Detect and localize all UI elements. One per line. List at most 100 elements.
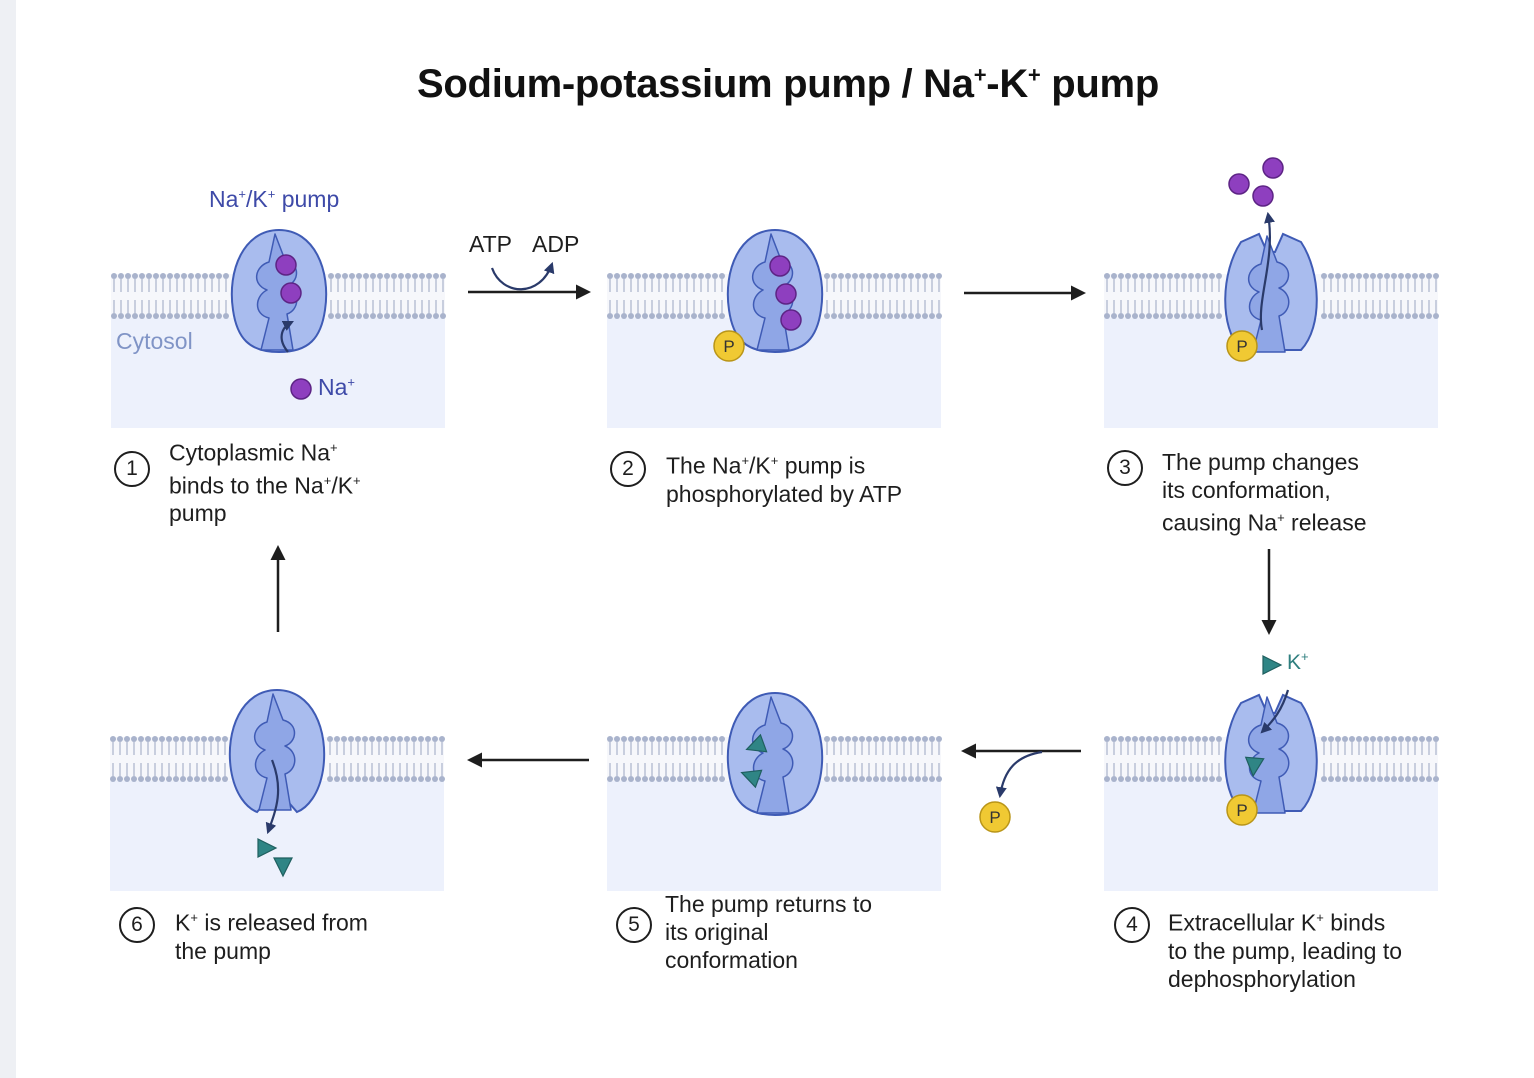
lipid-head (209, 313, 215, 319)
lipid-head (1118, 736, 1124, 742)
lipid-head (1384, 776, 1390, 782)
lipid-head (138, 736, 144, 742)
lipid-head (838, 313, 844, 319)
lipid-head (1321, 776, 1327, 782)
lipid-head (1349, 776, 1355, 782)
lipid-head (160, 273, 166, 279)
lipid-head (173, 776, 179, 782)
lipid-head (824, 736, 830, 742)
potassium-ion (1262, 655, 1283, 675)
potassium-ion (1244, 756, 1265, 778)
lipid-head (1125, 313, 1131, 319)
pump-protein (230, 228, 328, 354)
lipid-head (922, 273, 928, 279)
lipid-head (384, 273, 390, 279)
lipid-head (628, 776, 634, 782)
lipid-head (362, 776, 368, 782)
lipid-head (425, 776, 431, 782)
lipid-head (607, 776, 613, 782)
page: Sodium-potassium pump / Na+-K+ pump (16, 0, 1534, 1078)
lipid-head (174, 313, 180, 319)
sodium-ion (275, 254, 297, 276)
lipid-head (187, 736, 193, 742)
lipid-head (719, 313, 725, 319)
lipid-head (915, 313, 921, 319)
lipid-head (208, 776, 214, 782)
lipid-head (132, 313, 138, 319)
pump-protein (726, 691, 824, 817)
lipid-head (691, 313, 697, 319)
lipid-head (418, 736, 424, 742)
lipid-head (439, 736, 445, 742)
lipid-head (1118, 313, 1124, 319)
potassium-ion (273, 857, 293, 878)
lipid-head (187, 776, 193, 782)
lipid-head (146, 313, 152, 319)
lipid-head (202, 273, 208, 279)
lipid-head (936, 313, 942, 319)
lipid-head (866, 736, 872, 742)
lipid-head (419, 273, 425, 279)
lipid-head (705, 736, 711, 742)
lipid-head (1356, 273, 1362, 279)
lipid-head (153, 313, 159, 319)
lipid-head (146, 273, 152, 279)
lipid-head (125, 273, 131, 279)
pump-channel (1248, 235, 1290, 353)
lipid-head (1167, 313, 1173, 319)
lipid-head (656, 273, 662, 279)
lipid-head (1321, 313, 1327, 319)
lipid-head (159, 776, 165, 782)
lipid-head (160, 313, 166, 319)
lipid-head (684, 776, 690, 782)
lipid-head (901, 313, 907, 319)
lipid-head (838, 736, 844, 742)
lipid-head (887, 313, 893, 319)
lipid-head (1356, 776, 1362, 782)
lipid-head (433, 313, 439, 319)
lipid-head (901, 776, 907, 782)
lipid-head (880, 313, 886, 319)
lipid-head (719, 736, 725, 742)
lipid-head (1412, 273, 1418, 279)
lipid-head (628, 736, 634, 742)
lipid-head (614, 736, 620, 742)
lipid-head (1188, 313, 1194, 319)
lipid-head (1405, 313, 1411, 319)
lipid-head (677, 736, 683, 742)
lipid-head (859, 313, 865, 319)
lipid-head (1391, 776, 1397, 782)
lipid-head (621, 736, 627, 742)
phosphate-group (1226, 794, 1258, 826)
lipid-head (845, 313, 851, 319)
lipid-head (929, 736, 935, 742)
lipid-head (153, 273, 159, 279)
lipid-head (1405, 273, 1411, 279)
lipid-head (873, 736, 879, 742)
lipid-head (1104, 313, 1110, 319)
lipid-head (174, 273, 180, 279)
lipid-head (1349, 736, 1355, 742)
lipid-head (880, 736, 886, 742)
lipid-head (419, 313, 425, 319)
lipid-head (1384, 273, 1390, 279)
lipid-head (188, 313, 194, 319)
potassium-ion (745, 733, 768, 753)
lipid-head (1195, 736, 1201, 742)
lipid-head (145, 776, 151, 782)
lipid-head (838, 776, 844, 782)
lipid-head (859, 736, 865, 742)
sodium-ion (775, 283, 797, 305)
lipid-head (656, 313, 662, 319)
lipid-head (663, 776, 669, 782)
lipid-head (691, 736, 697, 742)
lipid-head (216, 313, 222, 319)
lipid-head (824, 273, 830, 279)
lipid-head (110, 776, 116, 782)
lipid-head (936, 736, 942, 742)
lipid-head (356, 313, 362, 319)
lipid-head (614, 313, 620, 319)
lipid-head (377, 273, 383, 279)
lipid-head (418, 776, 424, 782)
